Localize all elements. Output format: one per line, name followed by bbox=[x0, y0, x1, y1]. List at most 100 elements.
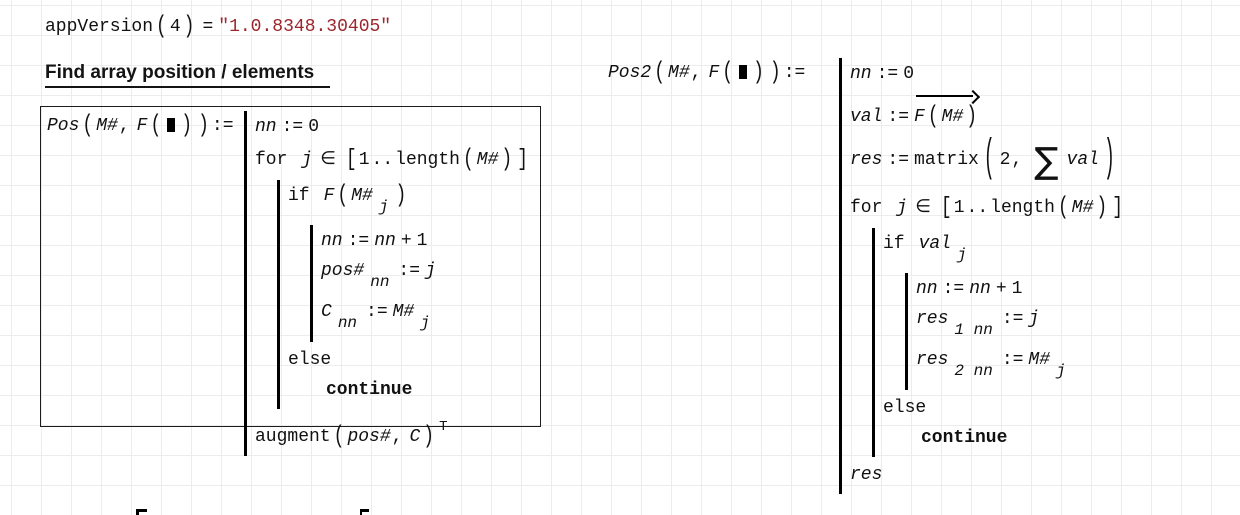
assign-operator: := bbox=[211, 116, 234, 136]
var-matrix: M# bbox=[1071, 198, 1094, 218]
var-res: res bbox=[916, 350, 949, 370]
keyword-for: for bbox=[850, 198, 883, 218]
left-paren: ( bbox=[462, 146, 474, 174]
range-start: 1 bbox=[358, 150, 370, 170]
pos2-function-signature: Pos2(M#,F()):= bbox=[608, 58, 839, 88]
left-paren: ( bbox=[337, 182, 349, 210]
range-dots: .. bbox=[371, 150, 394, 170]
var-matrix: M# bbox=[941, 107, 964, 127]
var-nn: nn bbox=[374, 231, 396, 251]
result-statement: res bbox=[850, 460, 1125, 490]
keyword-continue: continue bbox=[921, 428, 1008, 448]
assign-operator: := bbox=[1001, 350, 1024, 370]
value-zero: 0 bbox=[308, 117, 320, 137]
var-matrix: M# bbox=[476, 150, 499, 170]
statement-assign-res-row2: res2 nn:=M#j bbox=[916, 345, 1125, 386]
app-version-region[interactable]: appVersion(4)="1.0.8348.30405" bbox=[45, 13, 391, 41]
var-f: F bbox=[323, 186, 335, 206]
var-nn: nn bbox=[969, 279, 991, 299]
function-length: length bbox=[990, 198, 1055, 218]
pos2-function-region[interactable]: Pos2(M#,F()):= nn:=0 val:=F(M#) res:=mat… bbox=[608, 58, 1125, 494]
right-paren: ) bbox=[769, 59, 781, 87]
clipped-region-bracket-2 bbox=[360, 509, 369, 515]
comma: , bbox=[1011, 150, 1023, 170]
comma: , bbox=[118, 116, 130, 136]
arg-function: F bbox=[136, 116, 148, 136]
arg-matrix: M# bbox=[96, 116, 118, 136]
assign-operator: := bbox=[281, 117, 304, 137]
then-block: nn:=nn+1 res 1 nn := j res2 nn:=M#j bbox=[905, 273, 1125, 390]
assign-operator: := bbox=[887, 107, 910, 127]
right-paren: ) bbox=[423, 423, 435, 451]
assign-operator: := bbox=[783, 63, 806, 83]
var-res: res bbox=[850, 465, 883, 485]
pos-function-signature: Pos(M#,F()):= bbox=[47, 111, 244, 141]
element-of-symbol: ∈ bbox=[320, 148, 336, 169]
subscript-1-nn: 1 nn bbox=[954, 321, 993, 339]
right-bracket: ] bbox=[517, 147, 528, 173]
plus-operator: + bbox=[400, 231, 412, 251]
var-pos: pos# bbox=[321, 261, 365, 281]
subscript-j: j bbox=[378, 198, 389, 216]
assign-operator: := bbox=[887, 150, 910, 170]
left-paren: ( bbox=[1057, 194, 1069, 222]
arg-function: F bbox=[708, 63, 720, 83]
var-val: val bbox=[918, 234, 952, 254]
left-paren: ( bbox=[82, 112, 94, 140]
function-augment: augment bbox=[255, 427, 331, 447]
right-paren: ) bbox=[181, 112, 193, 140]
left-paren: ( bbox=[983, 135, 995, 185]
statement-assign-c: Cnn:=M#j bbox=[321, 297, 530, 338]
range-dots: .. bbox=[966, 198, 989, 218]
var-nn: nn bbox=[255, 117, 277, 137]
keyword-else: else bbox=[288, 350, 332, 370]
var-res: res bbox=[850, 150, 883, 170]
statement-assign-pos: pos#nn:=j bbox=[321, 256, 530, 297]
statement-res-matrix: res:=matrix(2,∑val) bbox=[850, 132, 1125, 190]
function-length: length bbox=[395, 150, 460, 170]
left-paren: ( bbox=[150, 112, 162, 140]
statement-increment: nn:=nn+1 bbox=[321, 226, 530, 256]
right-paren: ) bbox=[1103, 135, 1115, 185]
statement-init-nn: nn:=0 bbox=[850, 59, 1125, 89]
right-paren: ) bbox=[1096, 194, 1108, 222]
equals-operator: = bbox=[202, 17, 214, 37]
subscript-j: j bbox=[957, 246, 967, 264]
arg-matrix: M# bbox=[668, 63, 690, 83]
var-j: j bbox=[1028, 309, 1040, 329]
vectorize-arrow-icon bbox=[916, 95, 974, 97]
assign-operator: := bbox=[876, 64, 899, 84]
subscript-j: j bbox=[1056, 362, 1066, 380]
statement-increment: nn:=nn+1 bbox=[916, 274, 1125, 304]
keyword-if: if bbox=[288, 186, 310, 206]
var-nn: nn bbox=[916, 279, 938, 299]
value-two: 2 bbox=[999, 150, 1011, 170]
var-f: F bbox=[914, 107, 925, 127]
left-paren: ( bbox=[927, 103, 939, 131]
right-paren: ) bbox=[395, 182, 407, 210]
var-pos: pos# bbox=[347, 427, 391, 447]
continue-statement: continue bbox=[288, 375, 530, 405]
element-of-symbol: ∈ bbox=[915, 196, 931, 217]
app-version-function: appVersion bbox=[45, 17, 154, 37]
keyword-continue: continue bbox=[326, 380, 413, 400]
keyword-else: else bbox=[883, 398, 927, 418]
function-name: Pos2 bbox=[608, 63, 652, 83]
then-block: nn:=nn+1 pos#nn:=j Cnn:=M#j bbox=[310, 225, 530, 342]
left-paren: ( bbox=[722, 59, 734, 87]
statement-init-nn: nn:=0 bbox=[255, 112, 530, 142]
statement-val-vectorize: val:=F(M#) bbox=[850, 89, 1125, 132]
var-res: res bbox=[916, 309, 949, 329]
right-paren: ) bbox=[198, 112, 209, 140]
right-paren: ) bbox=[501, 146, 513, 174]
keyword-for: for bbox=[255, 150, 288, 170]
var-j: j bbox=[896, 198, 908, 218]
section-heading[interactable]: Find array position / elements bbox=[45, 61, 331, 88]
